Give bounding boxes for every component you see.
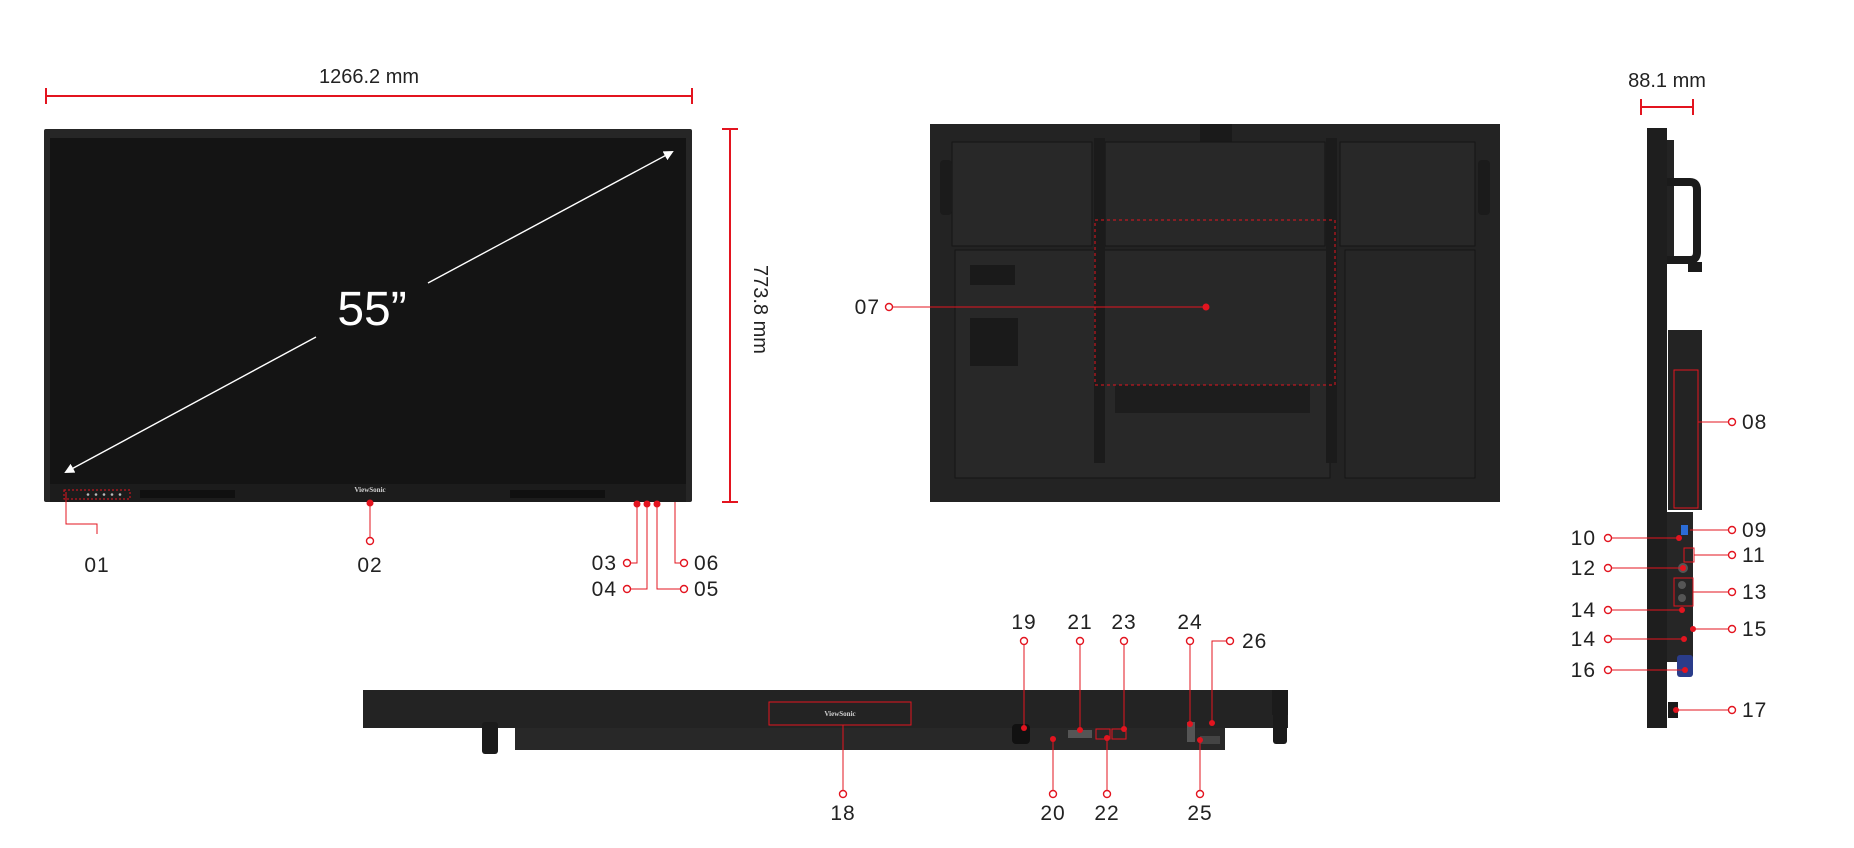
diagonal-size-label: 55” [337,283,406,336]
callout-label: 14 [1571,599,1596,622]
callout-20: 20 [1040,736,1065,825]
callout-07: 07 [855,296,1210,319]
callout-label: 25 [1187,802,1212,825]
callout-25: 25 [1187,737,1212,825]
depth-label: 88.1 mm [1628,70,1706,92]
callout-01: 01 [65,492,109,577]
callout-label: 19 [1011,611,1036,634]
height-label: 773.8 mm [749,265,771,354]
vesa-mount-area [1094,219,1336,386]
bottom-view: ViewSonic 18 19 20 21 [363,611,1288,825]
callout-04: 04 [592,500,651,601]
callout-label: 01 [84,554,109,577]
callout-label: 16 [1571,659,1596,682]
callout-label: 13 [1742,581,1767,604]
callout-label: 20 [1040,802,1065,825]
callout-26: 26 [1209,630,1267,726]
callout-label: 08 [1742,411,1767,434]
bottom-brand-logo: ViewSonic [824,710,855,718]
height-dimension: 773.8 mm [722,128,771,503]
callout-15: 15 [1690,618,1767,641]
callout-12: 12 [1571,557,1686,580]
callout-02: 02 [357,499,382,577]
callout-24: 24 [1177,611,1202,727]
callout-label: 22 [1094,802,1119,825]
callout-label: 14 [1571,628,1596,651]
callout-13: 13 [1693,581,1767,604]
callout-label: 18 [830,802,855,825]
callout-label: 05 [694,578,719,601]
callout-22: 22 [1094,735,1119,825]
callout-21: 21 [1067,611,1092,733]
front-view: 1266.2 mm 773.8 mm ViewSonic 55” 01 [44,66,771,601]
callout-19: 19 [1011,611,1036,731]
side-view: 88.1 mm 08 09 10 [1571,70,1767,728]
callout-09: 09 [1690,519,1767,542]
callout-label: 10 [1571,527,1596,550]
callout-label: 17 [1742,699,1767,722]
callout-23: 23 [1111,611,1136,732]
callout-05: 05 [653,500,719,601]
callout-18: 18 [830,725,855,825]
callout-16: 16 [1571,659,1688,682]
callout-10: 10 [1571,527,1682,550]
callout-label: 02 [357,554,382,577]
callout-14: 14 [1571,599,1685,622]
callout-label: 15 [1742,618,1767,641]
callout-label: 04 [592,578,617,601]
callout-label: 07 [855,296,880,319]
callout-label: 03 [592,552,617,575]
callout-08: 08 [1698,411,1767,434]
callout-17: 17 [1673,699,1767,722]
screen-panel [50,138,686,484]
callout-label: 21 [1067,611,1092,634]
side-chassis [1647,128,1667,728]
callout-label: 24 [1177,611,1202,634]
width-label: 1266.2 mm [319,66,419,88]
callout-label: 12 [1571,557,1596,580]
callout-label: 09 [1742,519,1767,542]
callout-11: 11 [1694,544,1766,567]
bottom-chassis [363,690,1288,728]
callout-14-second: 14 [1571,628,1687,651]
callout-label: 11 [1742,544,1766,567]
callout-03: 03 [592,500,641,575]
callout-label: 06 [694,552,719,575]
rear-view: 07 [855,124,1500,502]
width-dimension: 1266.2 mm [45,66,693,104]
depth-dimension: 88.1 mm [1628,70,1706,115]
callout-label: 23 [1111,611,1136,634]
brand-logo: ViewSonic [354,486,385,494]
callout-06: 06 [674,502,719,575]
callout-label: 26 [1242,630,1267,653]
